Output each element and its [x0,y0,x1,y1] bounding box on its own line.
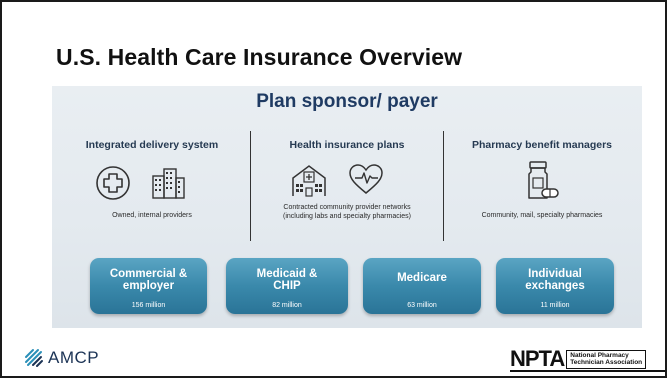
npta-logo: NPTA National Pharmacy Technician Associ… [510,346,647,371]
column-description-line: Contracted community provider networks [283,204,411,211]
segment-label-line: CHIP [273,280,301,292]
amcp-logo: AMCP [24,348,99,368]
column-heading: Integrated delivery system [85,139,219,151]
column-pharmacy-benefit: Pharmacy benefit managers [442,139,642,151]
column-description-line: (including labs and specialty pharmacies… [282,212,411,220]
segment-label: Medicaid & CHIP [226,268,348,292]
segment-label: Medicare [363,272,481,284]
column-heading: Pharmacy benefit managers [471,139,613,151]
npta-logo-line: National Pharmacy [570,351,629,359]
slide-title: U.S. Health Care Insurance Overview [56,44,463,70]
column-icons [289,160,385,198]
segment-medicaid: Medicaid & CHIP 82 million [226,258,348,314]
column-description: Owned, internal providers [52,212,252,221]
segment-label-line: employer [122,280,175,292]
segment-medicare: Medicare 63 million [363,258,481,314]
segment-count: 156 million [131,302,166,309]
column-description-line: Owned, internal providers [112,212,192,219]
column-icons [525,159,561,201]
segment-individual: Individual exchanges 11 million [496,258,614,314]
column-description-line: Community, mail, specialty pharmacies [481,212,603,219]
segment-label-line: Medicaid & [256,268,318,280]
diagram-header: Plan sponsor/ payer [256,91,438,112]
segment-count: 82 million [272,302,302,309]
segment-count: 63 million [407,302,437,309]
column-description: Community, mail, specialty pharmacies [442,212,642,221]
pill-bottle-icon [528,161,559,199]
segment-count: 11 million [540,302,570,309]
amcp-mark-icon [25,349,43,367]
column-description: Contracted community provider networks (… [252,204,442,221]
segment-label-line: Commercial & [109,268,188,280]
segment-label-line: Medicare [397,272,447,284]
column-heading: Health insurance plans [289,139,405,151]
column-health-insurance: Health insurance plans [252,139,442,151]
column-divider [443,131,444,241]
hospital-icon [292,165,326,197]
heartbeat-icon [349,164,383,194]
segment-commercial: Commercial & employer 156 million [90,258,207,314]
diagram-panel: Plan sponsor/ payer Integrated delivery … [52,86,642,328]
segment-label-line: exchanges [525,280,585,292]
npta-logo-box: National Pharmacy Technician Association [566,349,647,369]
npta-logo-underline [510,370,665,372]
segment-label-line: Individual [528,268,582,280]
column-icons [94,164,186,202]
npta-logo-line: Technician Association [570,359,643,366]
amcp-logo-text: AMCP [48,348,100,367]
buildings-icon [152,168,185,199]
segment-label: Individual exchanges [496,268,614,292]
medical-cross-icon [96,166,130,200]
column-divider [250,131,251,241]
npta-logo-letters: NPTA [510,346,565,371]
column-integrated-delivery: Integrated delivery system [52,139,252,151]
segment-label: Commercial & employer [90,268,207,292]
